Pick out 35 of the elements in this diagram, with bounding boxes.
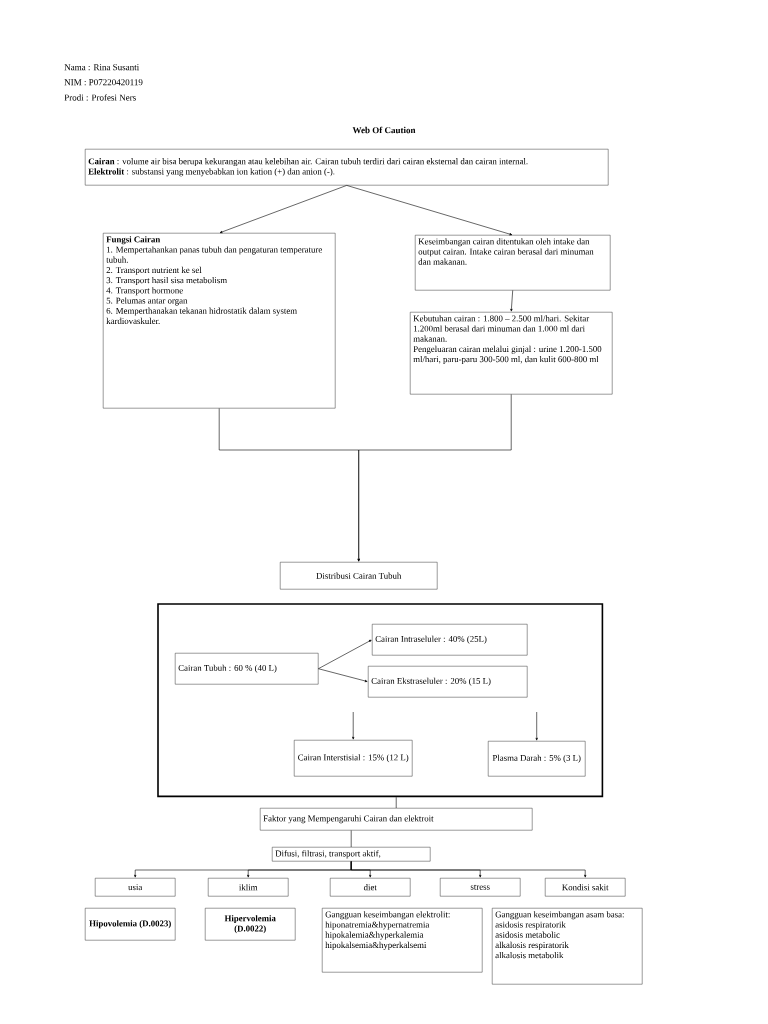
arrow (318, 639, 372, 669)
process-box: Hipovolemia (D.0023) (85, 908, 176, 941)
process-box: Cairan Intraseluler : 40% (25L) (372, 624, 528, 656)
process-box: Plasma Darah : 5% (3 L) (488, 741, 586, 777)
header-text: Prodi : Profesi Ners (64, 94, 136, 101)
process-box: Fungsi Cairan 1. Mempertahankan panas tubuh dan pengaturan temperature tubuh. 2. Transport nutrient ke sel 3. Transport hasil sisa metabolism 4. Transport hormone 5. Pelumas antar organ 6. Memperthanakan tekanan hidrostatik dalam system kardiovaskuler. (103, 233, 336, 409)
process-box: Keseimbangan cairan ditentukan oleh intake dan output cairan. Intake cairan berasal dari minuman dan makanan. (415, 235, 611, 291)
process-box: Gangguan keseimbangan asam basa: asidosis respiratorik asidosis metabolic alkalosis respiratorik alkalosis metabolik (492, 908, 643, 985)
process-box: diet (330, 878, 411, 897)
process-box: Gangguan keseimbangan elektrolit: hiponatremia&hypernatremia hipokalemia&hyperkalemia hipokalsemia&hyperkalsemi (322, 908, 483, 973)
container-box (157, 603, 604, 798)
process-box: usia (95, 878, 176, 897)
header-text: NIM : P07220420119 (64, 79, 143, 86)
arrow (350, 861, 587, 878)
process-box: Cairan Ekstraseluler : 20% (15 L) (368, 666, 528, 698)
process-box: Kondisi sakit (545, 878, 626, 897)
arrow (357, 394, 512, 562)
header-text: Nama : Rina Susanti (64, 64, 140, 71)
arrow (318, 668, 368, 683)
process-box: Difusi, filtrasi, transport aktif, (272, 847, 431, 862)
arrow (219, 185, 347, 233)
process-box: Faktor yang Mempengaruhi Cairan dan elektroit (260, 808, 533, 831)
process-box: Cairan Interstisial : 15% (12 L) (294, 740, 413, 777)
process-box: iklim (208, 878, 289, 897)
process-box: Hipervolemia (D.0022) (205, 908, 296, 941)
process-box: stress (440, 878, 521, 897)
process-box: Distribusi Cairan Tubuh (280, 562, 438, 590)
process-box: Cairan : volume air bisa berupa kekurangan atau kelebihan air. Cairan tubuh terdiri dari cairan eksternal dan cairan internal. Elektrolit : substansi yang menyebabkan ion kation (+) dan anion (-). (85, 149, 609, 186)
process-box: Cairan Tubuh : 60 % (40 L) (175, 653, 319, 685)
arrow (535, 711, 538, 741)
arrow (352, 711, 355, 740)
title: Web Of Caution (352, 126, 416, 134)
arrow (346, 185, 513, 236)
arrow (510, 290, 513, 312)
process-box: Kebutuhan cairan : 1.800 – 2.500 ml/hari. Sekitar 1.200ml berasal dari minuman dan 1.000 ml dari makanan. Pengeluaran cairan melalui ginjal : urine 1.200-1.500 ml/hari, paru-paru 300-500 ml, dan kulit 600-800 ml (410, 312, 613, 395)
